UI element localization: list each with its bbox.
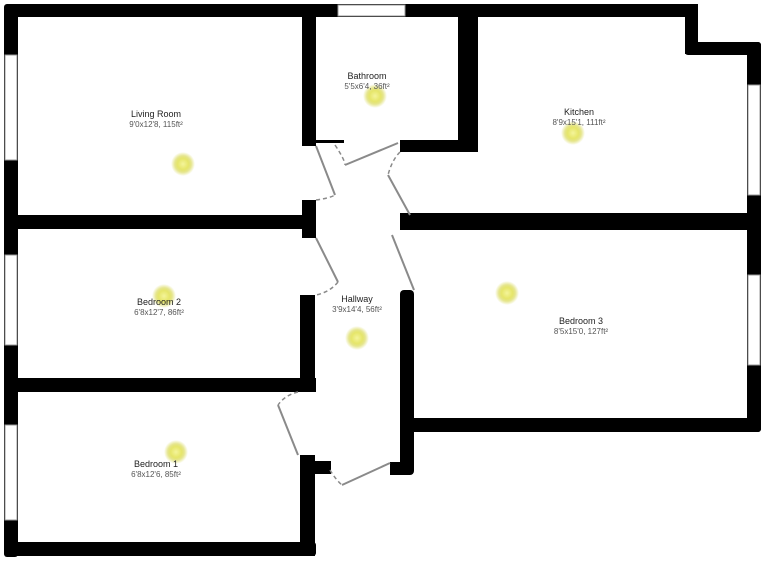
room-name: Bedroom 1 (134, 459, 178, 469)
room-dims: 3'9x14'4, 56ft² (332, 305, 382, 314)
room-dims: 9'0x12'8, 115ft² (129, 120, 183, 129)
windows (4, 4, 761, 521)
room-dims: 5'5x6'4, 36ft² (344, 82, 390, 91)
ceiling-light-icon (495, 281, 519, 305)
room-dims: 8'9x15'1, 111ft² (552, 118, 605, 127)
room-labels: Living Room 9'0x12'8, 115ft² Bathroom 5'… (129, 71, 608, 479)
ceiling-light-icon (164, 440, 188, 464)
ceiling-light-icon (561, 121, 585, 145)
room-dims: 6'8x12'7, 86ft² (134, 308, 184, 317)
room-name: Hallway (341, 294, 373, 304)
room-name: Kitchen (564, 107, 594, 117)
room-name: Bedroom 2 (137, 297, 181, 307)
ceiling-lights (152, 84, 585, 464)
room-name: Bathroom (347, 71, 386, 81)
room-name: Living Room (131, 109, 181, 119)
room-dims: 8'5x15'0, 127ft² (554, 327, 609, 336)
ceiling-light-icon (363, 84, 387, 108)
doors (277, 142, 415, 486)
ceiling-light-icon (345, 326, 369, 350)
ceiling-light-icon (171, 152, 195, 176)
ceiling-light-icon (152, 284, 176, 308)
room-dims: 6'8x12'6, 85ft² (131, 470, 181, 479)
room-name: Bedroom 3 (559, 316, 603, 326)
